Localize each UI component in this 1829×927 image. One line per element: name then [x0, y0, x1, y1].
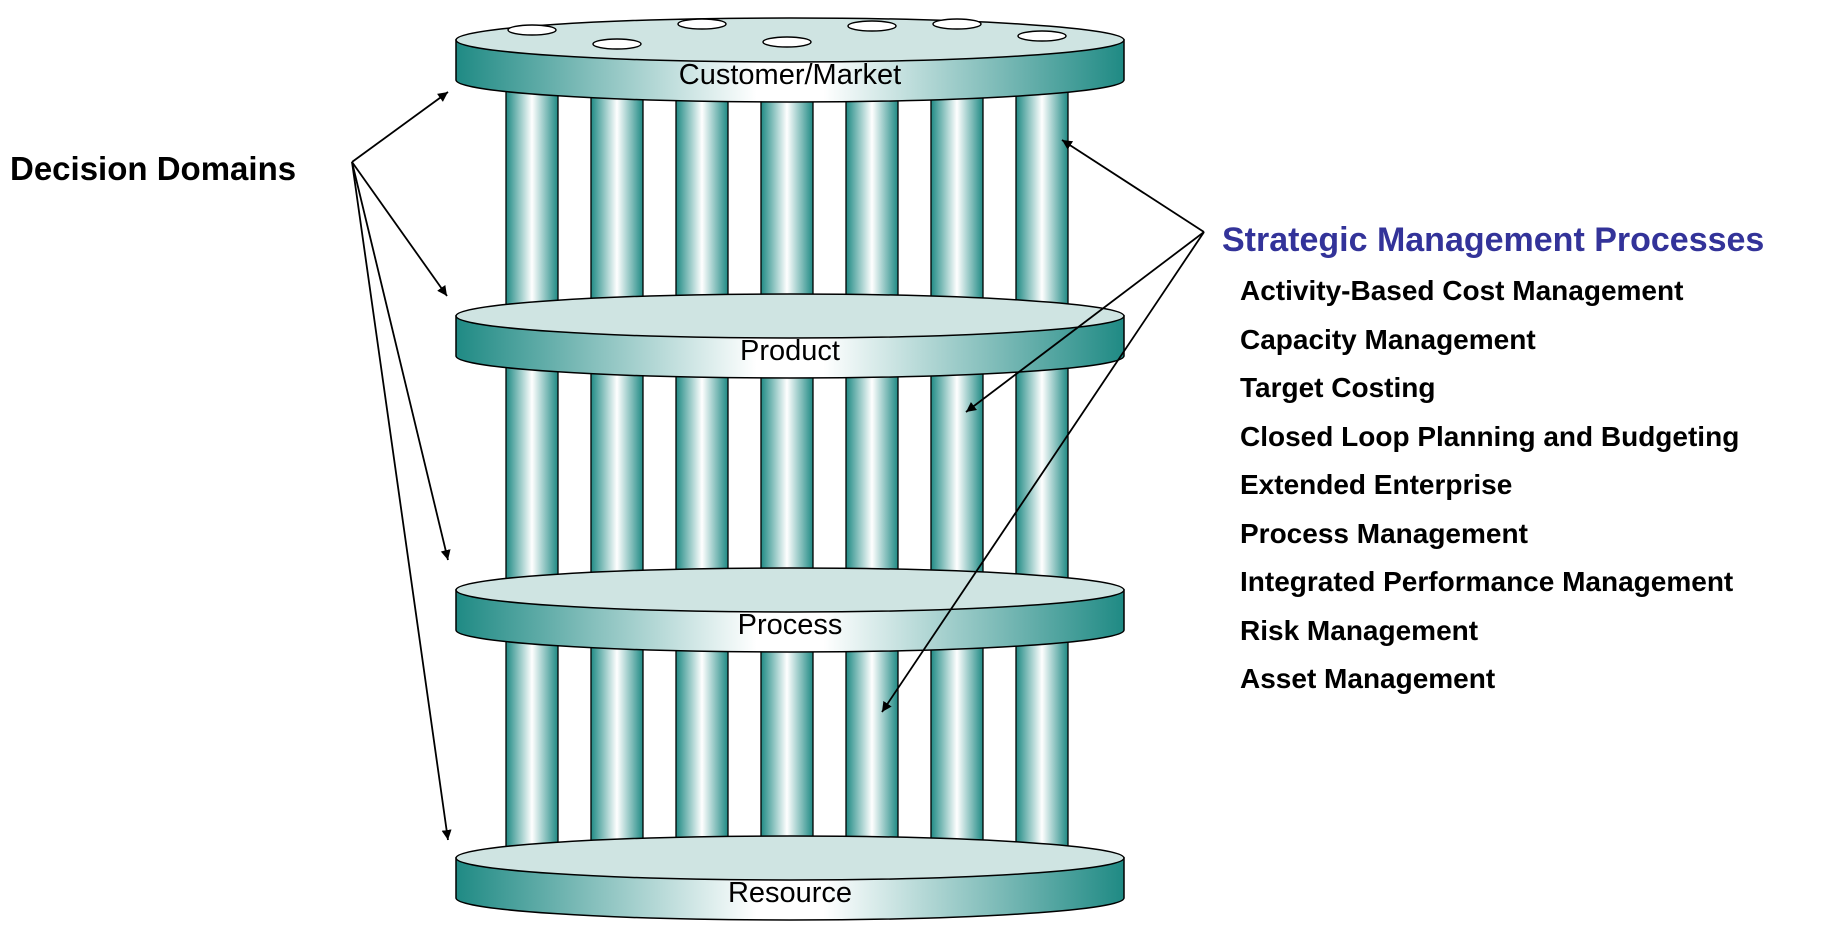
layer-label: Product: [740, 335, 840, 367]
pillar: [845, 77, 899, 321]
pillar: [760, 353, 814, 595]
processes-heading: Strategic Management Processes: [1222, 221, 1765, 259]
process-item: Activity-Based Cost Management: [1240, 275, 1684, 306]
pillar: [590, 353, 644, 595]
disc-hole: [932, 18, 982, 30]
pillar: [675, 627, 729, 863]
disc-hole: [762, 36, 812, 48]
layer-label: Resource: [728, 877, 852, 909]
domain-arrow: [351, 161, 451, 561]
disc-hole: [1017, 30, 1067, 42]
layer-disc: Process: [455, 567, 1125, 653]
process-item: Asset Management: [1240, 663, 1496, 694]
disc-hole: [847, 20, 897, 32]
disc-hole: [677, 18, 727, 30]
pillar: [675, 353, 729, 595]
pillar: [1015, 627, 1069, 863]
pillar: [505, 77, 559, 321]
process-item: Risk Management: [1240, 614, 1479, 646]
layer-label: Customer/Market: [679, 59, 901, 91]
domain-arrow: [351, 161, 448, 297]
pillar: [505, 627, 559, 863]
process-item: Integrated Performance Management: [1240, 566, 1734, 597]
layer-label: Process: [738, 609, 843, 641]
pillar: [930, 353, 984, 595]
domain-arrow: [351, 161, 452, 841]
process-arrow: [881, 231, 1205, 713]
pillar: [930, 77, 984, 321]
process-item: Target Costing: [1240, 372, 1436, 403]
process-arrow: [1061, 139, 1205, 233]
pillar: [930, 627, 984, 863]
process-item: Process Management: [1240, 517, 1528, 549]
pillar: [1015, 77, 1069, 321]
pillar: [675, 77, 729, 321]
process-item: Extended Enterprise: [1240, 469, 1513, 500]
layer-disc: Resource: [455, 835, 1125, 921]
disc-hole: [507, 24, 557, 36]
pillar: [590, 77, 644, 321]
pillar: [845, 627, 899, 863]
pillar: [845, 353, 899, 595]
pillar: [505, 353, 559, 595]
process-item: Closed Loop Planning and Budgeting: [1240, 420, 1740, 452]
domain-arrow: [351, 91, 449, 163]
decision-domains-label: Decision Domains: [10, 150, 297, 187]
pillar: [760, 627, 814, 863]
layer-disc: Product: [455, 293, 1125, 379]
pillar: [590, 627, 644, 863]
process-arrow: [965, 231, 1205, 413]
process-item: Capacity Management: [1240, 323, 1536, 355]
pillar: [760, 77, 814, 321]
disc-hole: [592, 38, 642, 50]
